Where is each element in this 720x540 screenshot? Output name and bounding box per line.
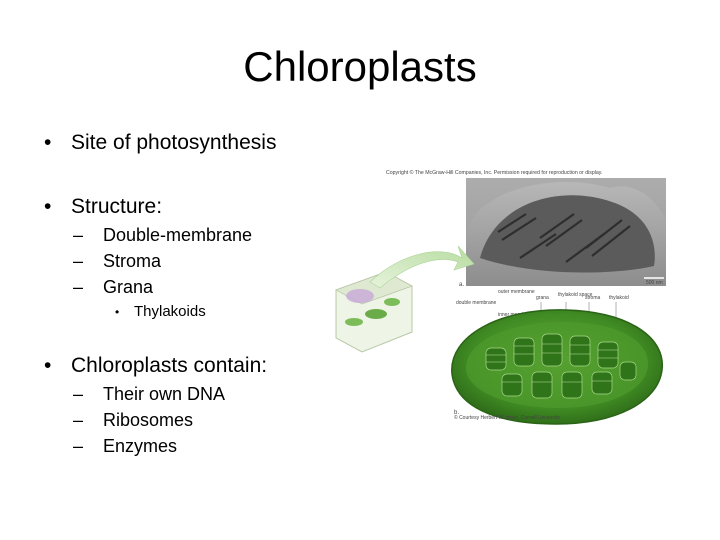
sub-bullet-enzymes: – Enzymes xyxy=(73,435,178,457)
sub-sub-bullet-thylakoids: • Thylakoids xyxy=(115,303,206,321)
label-stroma: stroma xyxy=(585,295,601,301)
zoom-arrow xyxy=(369,245,475,289)
bullet-icon: • xyxy=(44,131,52,154)
sub-bullet-text: Grana xyxy=(103,277,154,297)
plant-cell-illustration xyxy=(335,271,413,353)
panel-b-label: b. xyxy=(454,410,459,416)
sub-bullet-double-membrane: – Double-membrane xyxy=(73,224,253,246)
slide-title: Chloroplasts xyxy=(243,43,477,90)
bullet-site: • Site of photosynthesis xyxy=(44,131,277,155)
chloroplast-3d-model: b. © Courtesy Herbert W. Israel, Cornell… xyxy=(451,309,663,425)
grana-stacks xyxy=(485,333,637,399)
sub-bullet-text: Enzymes xyxy=(103,436,178,456)
panel-a-label: a. xyxy=(459,282,464,288)
bullet-icon: • xyxy=(44,354,52,377)
label-double-membrane: double membrane xyxy=(456,300,497,306)
sub-bullet-dna: – Their own DNA xyxy=(73,383,226,405)
chloroplast-figure: Copyright © The McGraw-Hill Companies, I… xyxy=(335,169,666,425)
bullet-icon: • xyxy=(115,305,120,319)
bullet-site-text: Site of photosynthesis xyxy=(71,131,277,154)
nucleus-icon xyxy=(346,289,374,303)
sub-bullet-grana: – Grana xyxy=(73,276,154,298)
thylakoid-lines xyxy=(486,343,618,383)
sub-sub-bullet-text: Thylakoids xyxy=(134,303,206,320)
label-outer-membrane: outer membrane xyxy=(498,289,535,295)
dash-icon: – xyxy=(73,436,84,456)
dash-icon: – xyxy=(73,410,84,430)
chloroplast-icon xyxy=(384,298,400,306)
sub-bullet-text: Their own DNA xyxy=(103,384,226,404)
sub-bullet-text: Ribosomes xyxy=(103,410,194,430)
chloroplast-icon xyxy=(345,318,363,326)
label-thylakoid: thylakoid xyxy=(609,295,629,301)
bullet-structure: • Structure: xyxy=(44,195,163,219)
dash-icon: – xyxy=(73,225,84,245)
sub-bullet-stroma: – Stroma xyxy=(73,250,162,272)
copyright-text: Copyright © The McGraw-Hill Companies, I… xyxy=(386,169,602,176)
bullet-structure-text: Structure: xyxy=(71,195,163,218)
label-thylakoid-space: thylakoid space xyxy=(558,292,593,298)
bullet-contain-text: Chloroplasts contain: xyxy=(71,354,268,377)
label-grana: grana xyxy=(536,295,549,301)
sub-bullet-ribosomes: – Ribosomes xyxy=(73,409,194,431)
dash-icon: – xyxy=(73,277,84,297)
dash-icon: – xyxy=(73,251,84,271)
bullet-icon: • xyxy=(44,195,52,218)
sub-bullet-text: Stroma xyxy=(103,251,162,271)
micrograph-grana xyxy=(497,213,631,263)
scale-bar-label: 500 nm xyxy=(646,280,663,286)
chloroplast-icon xyxy=(365,309,387,319)
electron-micrograph: a. 500 nm xyxy=(459,178,666,288)
bullet-contain: • Chloroplasts contain: xyxy=(44,354,268,378)
dash-icon: – xyxy=(73,384,84,404)
sub-bullet-text: Double-membrane xyxy=(103,225,253,245)
credit-text: © Courtesy Herbert W. Israel, Cornell Un… xyxy=(454,414,560,421)
